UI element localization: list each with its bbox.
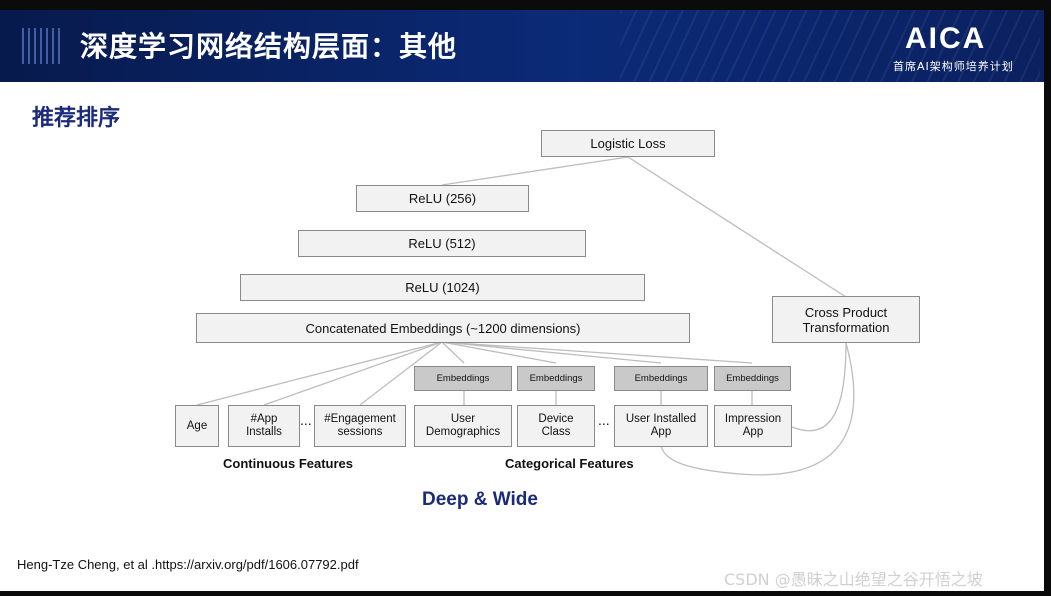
section-title: 推荐排序 [32, 106, 121, 131]
feature-age: Age [175, 405, 219, 447]
embeddings-box-1: Embeddings [414, 366, 512, 391]
slide-title: 深度学习网络结构层面：其他 [80, 30, 458, 63]
feature-user-installed-app: User Installed App [614, 405, 708, 447]
embeddings-box-3: Embeddings [614, 366, 708, 391]
feature-user-demographics: User Demographics [414, 405, 512, 447]
edge-concat-emb1 [441, 341, 465, 364]
categorical-ellipsis: ... [598, 412, 610, 428]
continuous-features-label: Continuous Features [223, 456, 354, 471]
cross-product-node: Cross Product Transformation [772, 296, 920, 343]
csdn-watermark: CSDN @愚昧之山绝望之谷开悟之坡 [724, 570, 983, 589]
logistic-loss-node: Logistic Loss [541, 130, 715, 157]
top-black-strip [0, 0, 1051, 10]
aica-logo: AICA [905, 22, 987, 55]
edge-concat-age [196, 341, 443, 406]
feature-engagement-sessions: #Engagement sessions [314, 405, 406, 447]
relu-512-node: ReLU (512) [298, 230, 586, 257]
embeddings-box-2: Embeddings [517, 366, 595, 391]
edge-cross-impression [791, 342, 847, 432]
relu-256-node: ReLU (256) [356, 185, 529, 212]
continuous-ellipsis: ... [300, 412, 312, 428]
header-stripes-decoration [22, 28, 62, 64]
concatenated-embeddings-node: Concatenated Embeddings (~1200 dimension… [196, 313, 690, 343]
aica-logo-subtitle: 首席AI架构师培养计划 [893, 60, 1014, 73]
edge-concat-emb3 [441, 341, 662, 364]
deep-and-wide-subtitle: Deep & Wide [422, 489, 538, 510]
edge-concat-emb2 [441, 341, 557, 364]
feature-app-installs: #App Installs [228, 405, 300, 447]
relu-1024-node: ReLU (1024) [240, 274, 645, 301]
paper-citation: Heng-Tze Cheng, et al .https://arxiv.org… [17, 557, 359, 572]
edge-loss-relu256 [441, 156, 629, 186]
embeddings-box-4: Embeddings [714, 366, 791, 391]
slide-body: 推荐排序 Logistic Loss ReLU (256) ReLU ( [0, 82, 1044, 591]
feature-impression-app: Impression App [714, 405, 792, 447]
edge-concat-emb4 [441, 341, 753, 364]
edge-loss-crossproduct [627, 156, 847, 298]
categorical-features-label: Categorical Features [505, 456, 634, 471]
header-pattern-decoration [620, 10, 1040, 82]
feature-device-class: Device Class [517, 405, 595, 447]
slide-header: 深度学习网络结构层面：其他 AICA 首席AI架构师培养计划 [0, 10, 1044, 82]
